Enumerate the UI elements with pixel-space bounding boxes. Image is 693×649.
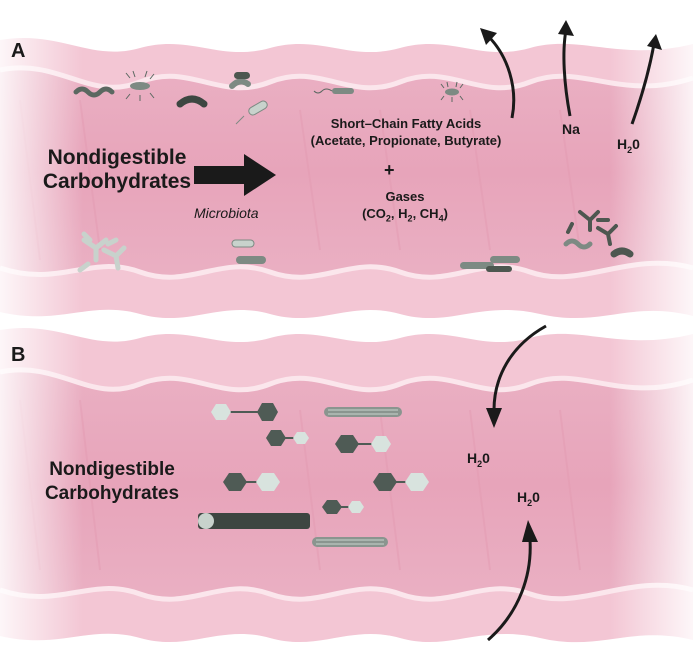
substrate-label-a-line2: Carbohydrates xyxy=(42,170,192,193)
panel-label-a: A xyxy=(11,40,26,62)
water-label-a: H20 xyxy=(617,136,640,155)
gases-label-line1: Gases xyxy=(385,189,425,204)
plus-sign: + xyxy=(384,160,395,180)
water-label-b-lower: H20 xyxy=(517,489,540,508)
microbe-cluster-bottom-left xyxy=(77,231,266,273)
sodium-absorption-arrow xyxy=(558,20,574,117)
gases-label-line2: (CO2, H2, CH4) xyxy=(362,206,448,224)
substrate-label-a-line1: Nondigestible xyxy=(47,146,187,169)
scfa-label: Short–Chain Fatty Acids (Acetate, Propio… xyxy=(284,115,528,149)
intestine-segment-b xyxy=(0,322,693,649)
gases-label: Gases (CO2, H2, CH4) xyxy=(300,188,510,228)
panel-label-b: B xyxy=(11,344,26,366)
water-label-b-upper: H20 xyxy=(467,450,490,469)
fermentation-arrow xyxy=(194,154,276,196)
water-efflux-arrow xyxy=(487,520,538,642)
water-influx-arrow xyxy=(486,324,547,428)
carbohydrate-chains xyxy=(198,403,429,547)
microbe-cluster-bottom-right xyxy=(460,210,634,272)
scfa-absorption-arrow xyxy=(480,28,516,119)
water-absorption-arrow-a xyxy=(630,34,662,125)
substrate-label-b-line1: Nondigestible xyxy=(49,459,175,480)
microbe-cluster-top-mid xyxy=(313,81,464,102)
substrate-label-b: Nondigestible Carbohydrates xyxy=(32,458,192,506)
substrate-label-a: Nondigestible Carbohydrates xyxy=(40,146,194,194)
substrate-label-b-line2: Carbohydrates xyxy=(44,483,180,504)
intestine-segment-a xyxy=(0,30,693,330)
microbe-cluster-top-left xyxy=(73,70,268,125)
microbiota-label: Microbiota xyxy=(194,205,259,221)
sodium-label: Na xyxy=(562,121,580,137)
scfa-label-line1: Short–Chain Fatty Acids xyxy=(330,116,482,131)
scfa-label-line2: (Acetate, Propionate, Butyrate) xyxy=(310,133,502,148)
